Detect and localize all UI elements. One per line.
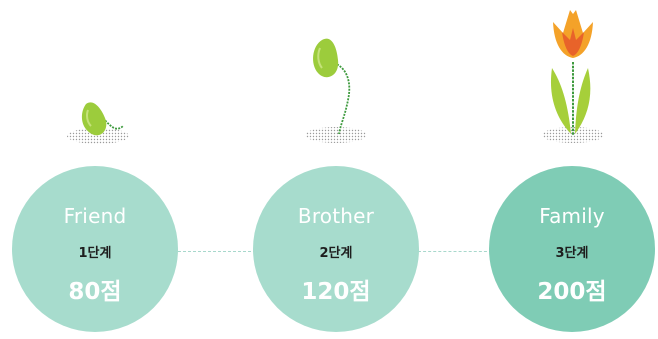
sprout-icon bbox=[305, 38, 367, 143]
stage-level: 2단계 bbox=[319, 246, 353, 261]
stage-name: Friend bbox=[63, 204, 127, 228]
tulip-icon bbox=[542, 10, 604, 143]
stage-circle-family: Family 3단계 200점 bbox=[489, 166, 655, 332]
connector-line bbox=[178, 251, 256, 252]
bean-seed-icon bbox=[67, 102, 129, 144]
stage-points: 120점 bbox=[301, 279, 371, 305]
stage-points: 80점 bbox=[68, 279, 122, 305]
stage-circle-friend: Friend 1단계 80점 bbox=[12, 166, 178, 332]
stage-name: Brother bbox=[297, 204, 375, 228]
stage-circle-brother: Brother 2단계 120점 bbox=[253, 166, 419, 332]
stage-level: 3단계 bbox=[555, 246, 589, 261]
stage-level: 1단계 bbox=[78, 246, 112, 261]
plant-illustrations bbox=[67, 10, 604, 144]
connector-line bbox=[418, 251, 492, 252]
stage-points: 200점 bbox=[537, 279, 607, 305]
stage-name: Family bbox=[539, 204, 605, 228]
